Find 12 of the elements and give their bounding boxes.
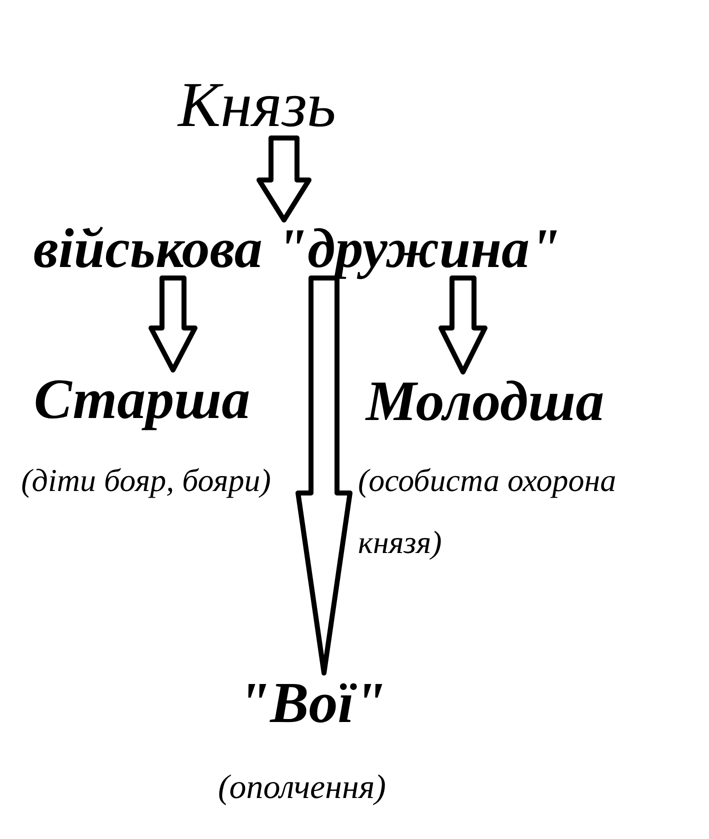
block-arrow	[148, 276, 198, 372]
group-label: Молодша	[366, 373, 604, 430]
caption-text: (діти бояр, бояри)	[21, 464, 271, 496]
group-label: Старша	[34, 371, 250, 428]
heading-text: військова "дружина"	[33, 221, 561, 277]
block-arrow	[256, 136, 312, 222]
block-arrow	[438, 276, 488, 374]
group-label: "Вої"	[238, 674, 386, 732]
caption-text: (ополчення)	[218, 771, 386, 805]
heading-text: Князь	[178, 73, 336, 137]
block-arrow	[296, 276, 352, 676]
caption-text: (особиста охорона князя)	[358, 461, 618, 562]
